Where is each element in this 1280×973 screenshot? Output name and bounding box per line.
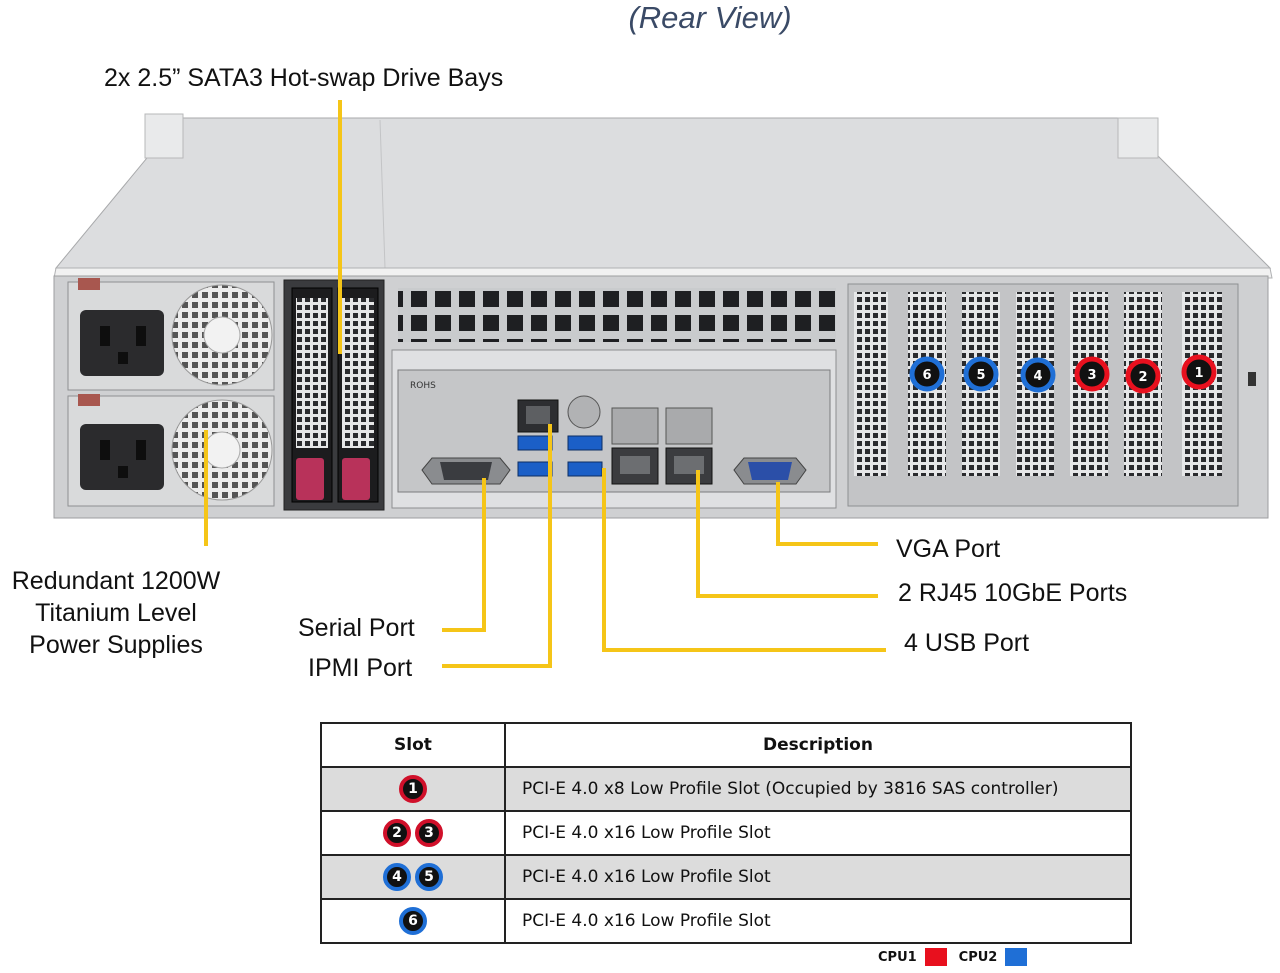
cpu1-legend-label: CPU1 (878, 949, 917, 965)
vga-port-callout: VGA Port (896, 535, 1001, 563)
psu-callout-line-3: Power Supplies (29, 631, 203, 659)
server-chassis-illustration: ROHS 6 5 4 3 2 1 (53, 100, 1273, 668)
usb-port-callout: 4 USB Port (904, 629, 1030, 657)
table-row: 6 PCI-E 4.0 x16 Low Profile Slot (320, 898, 1132, 944)
description-cell: PCI-E 4.0 x16 Low Profile Slot (504, 810, 1132, 856)
cpu-legend: CPU1 CPU2 (878, 948, 1039, 966)
slot-badge: 3 (415, 819, 443, 847)
rj45-callout-line (696, 470, 878, 598)
serial-port-callout: Serial Port (298, 614, 415, 642)
slot-badge-6 (909, 356, 945, 392)
slot-badge: 4 (383, 863, 411, 891)
slot-badge-4 (1020, 357, 1056, 393)
slot-description-table: Slot Description 1 PCI-E 4.0 x8 Low Prof… (320, 722, 1132, 944)
description-cell: PCI-E 4.0 x16 Low Profile Slot (504, 898, 1132, 944)
slot-badge-3-label: 3 (1087, 368, 1096, 383)
slot-column-header: Slot (320, 722, 506, 768)
psu-callout-line-2: Titanium Level (35, 599, 197, 627)
io-shield-label: ROHS (410, 381, 436, 391)
cpu2-legend-swatch (1005, 948, 1028, 966)
slot-badge-3 (1074, 356, 1110, 392)
ipmi-port-callout: IPMI Port (308, 654, 413, 682)
slot-badge: 1 (399, 775, 427, 803)
slot-badge-5 (963, 356, 999, 392)
vga-callout-line (776, 482, 878, 546)
cpu2-legend-label: CPU2 (958, 949, 998, 965)
slot-badge: 6 (399, 907, 427, 935)
slot-cell: 6 (320, 898, 506, 944)
slot-badge: 2 (383, 819, 411, 847)
ipmi-callout-line (442, 424, 552, 668)
description-cell: PCI-E 4.0 x8 Low Profile Slot (Occupied … (504, 766, 1132, 812)
slot-badge-1 (1181, 354, 1217, 390)
description-cell: PCI-E 4.0 x16 Low Profile Slot (504, 854, 1132, 900)
psu-callout: Redundant 1200W Titanium Level Power Sup… (0, 565, 236, 661)
psu-callout-line-1: Redundant 1200W (11, 567, 221, 595)
description-column-header: Description (504, 722, 1132, 768)
slot-badge-1-label: 1 (1194, 366, 1203, 381)
slot-badge-2-label: 2 (1138, 370, 1147, 385)
table-row: 1 PCI-E 4.0 x8 Low Profile Slot (Occupie… (320, 766, 1132, 812)
slot-badge: 5 (415, 863, 443, 891)
rj45-ports-callout: 2 RJ45 10GbE Ports (898, 579, 1128, 607)
slot-cell: 1 (320, 766, 506, 812)
serial-callout-line (442, 478, 486, 632)
usb-callout-line (602, 468, 886, 652)
diagram-title: (Rear View) (628, 0, 792, 35)
table-header-row: Slot Description (320, 722, 1132, 768)
slot-badge-2 (1125, 358, 1161, 394)
cpu1-legend-swatch (924, 948, 947, 966)
slot-badge-6-label: 6 (922, 368, 931, 383)
slot-badge-4-label: 4 (1033, 369, 1042, 384)
drive-bays-callout: 2x 2.5” SATA3 Hot-swap Drive Bays (104, 64, 504, 92)
slot-badge-5-label: 5 (976, 368, 985, 383)
